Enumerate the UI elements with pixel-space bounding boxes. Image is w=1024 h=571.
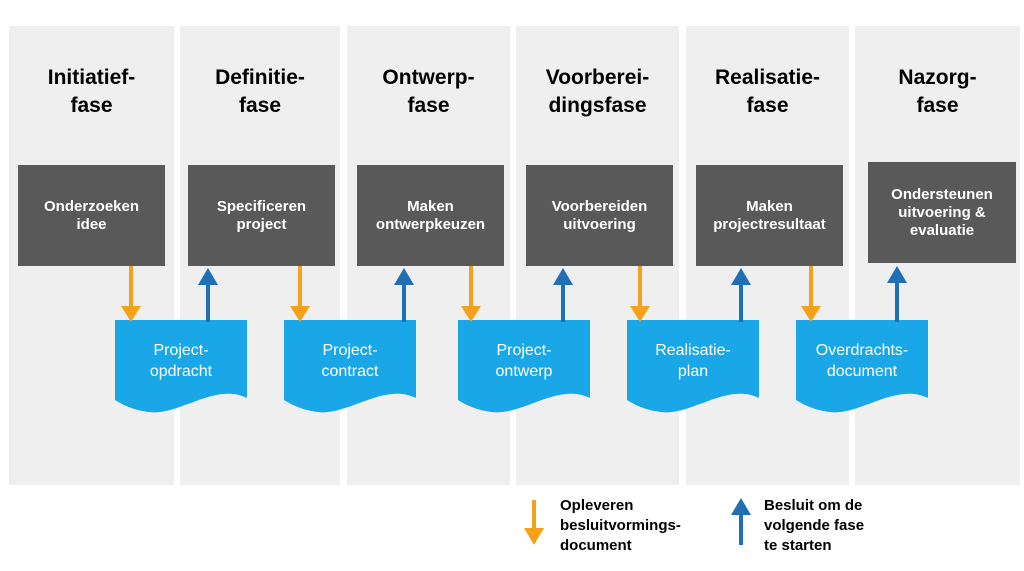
activity-maken-ontwerpkeuzen: Maken ontwerpkeuzen: [357, 165, 504, 266]
legend-deliver-label: Opleveren besluitvormings- document: [560, 497, 681, 554]
deliver-arrow-3: [461, 266, 481, 322]
document-overdrachtsdocument: Overdrachts- document: [796, 320, 928, 416]
activity-specificeren-project: Specificeren project: [188, 165, 335, 266]
decide-arrow-2: [394, 268, 414, 322]
document-label: Project- contract: [321, 342, 379, 380]
document-projectontwerp: Project- ontwerp: [458, 320, 590, 416]
document-projectopdracht: Project- opdracht: [115, 320, 247, 416]
document-realisatieplan: Realisatie- plan: [627, 320, 759, 416]
deliver-arrow-5: [801, 266, 821, 322]
legend-decide-label: Besluit om de volgende fase te starten: [764, 497, 865, 554]
deliver-arrow-2: [290, 266, 310, 322]
activity-onderzoeken-idee: Onderzoeken idee: [18, 165, 165, 266]
decide-arrow-5: [887, 266, 907, 322]
deliver-arrow-1: [121, 266, 141, 322]
document-label: Realisatie- plan: [655, 342, 731, 380]
decide-arrow-4: [731, 268, 751, 322]
decide-arrow-1: [198, 268, 218, 322]
document-label: Project- opdracht: [149, 342, 213, 380]
phase-title-definitie: Definitie- fase: [215, 66, 305, 117]
phase-title-realisatie: Realisatie- fase: [714, 66, 821, 117]
legend-decide-arrow-icon: [731, 498, 751, 545]
phase-title-voorbereiding: Voorberei- dingsfase: [545, 66, 650, 117]
document-label: Overdrachts- document: [815, 342, 909, 380]
decide-arrow-3: [553, 268, 573, 322]
phase-title-initiatief: Initiatief- fase: [47, 66, 136, 117]
document-label: Project- ontwerp: [495, 342, 553, 380]
deliver-arrow-4: [630, 266, 650, 322]
activity-ondersteunen-uitvoering: Ondersteunen uitvoering & evaluatie: [868, 162, 1016, 263]
legend-deliver-arrow-icon: [524, 500, 544, 545]
phase-title-ontwerp: Ontwerp- fase: [382, 66, 475, 117]
activity-voorbereiden-uitvoering: Voorbereiden uitvoering: [526, 165, 673, 266]
document-projectcontract: Project- contract: [284, 320, 416, 416]
activity-maken-projectresultaat: Maken projectresultaat: [696, 165, 843, 266]
phase-title-nazorg: Nazorg- fase: [898, 66, 977, 117]
